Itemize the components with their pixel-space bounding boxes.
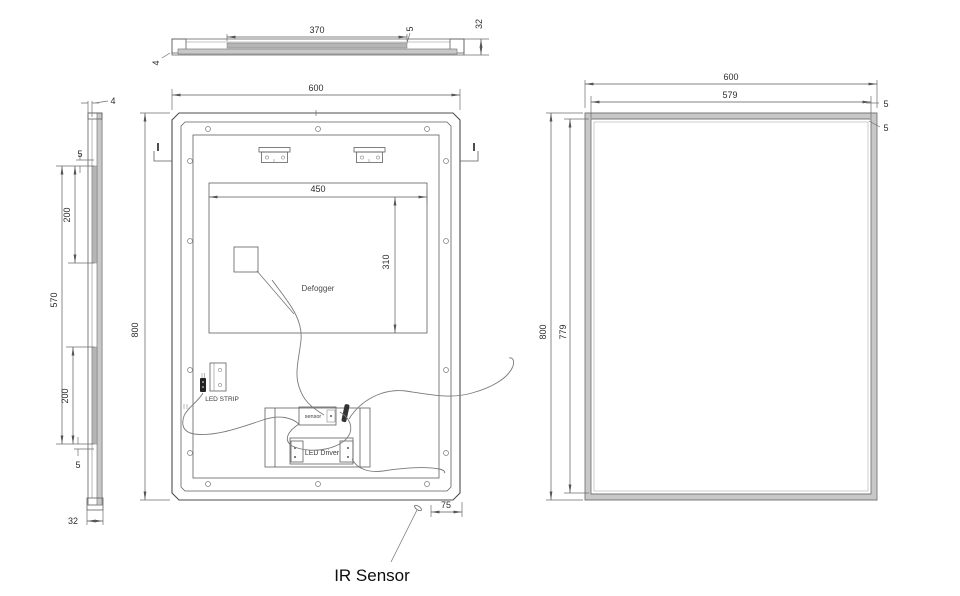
defogger-label: Defogger (302, 284, 335, 293)
screw-holes (187, 126, 449, 487)
extension-lines (171, 89, 461, 110)
top-view: 370 5 32 4 (151, 19, 489, 66)
extension-lines (546, 112, 583, 501)
dim-side-gap-bottom: 5 (75, 460, 80, 470)
side-bottom-cap (86, 497, 104, 511)
ir-receiver-module (341, 404, 350, 423)
led-strip-label: LED STRIP (205, 396, 239, 403)
ir-sensor-leader (390, 509, 418, 563)
dim-top-glass-thickness: 4 (151, 60, 161, 65)
wires (182, 279, 515, 474)
led-driver-box (289, 437, 354, 465)
extension-lines (140, 112, 170, 501)
dim-side-gap-top: 5 (77, 149, 82, 159)
dim-top-depth: 32 (474, 19, 484, 29)
leader-line (868, 120, 881, 128)
extension-lines (590, 96, 872, 118)
dim-front-frame-side: 5 (883, 99, 888, 109)
dim-sensor-offset: 75 (441, 500, 451, 510)
mounting-bracket-left (258, 147, 291, 163)
right-hanging-hook (460, 143, 479, 162)
front-inner-hairline (593, 121, 869, 492)
dim-side-strip-top: 200 (62, 207, 72, 222)
top-glass-layer (177, 48, 458, 55)
mounting-bracket-right (353, 147, 386, 163)
dim-front-frame-top: 5 (883, 123, 888, 133)
leader-line (406, 32, 411, 44)
defogger-area (208, 182, 428, 334)
left-hanging-hook (153, 143, 172, 162)
extension-lines (226, 34, 408, 41)
top-led-diffuser-strip (226, 42, 408, 49)
plug-icon (200, 378, 206, 392)
extension-lines (86, 510, 104, 525)
dim-side-glass-thickness: 4 (110, 96, 115, 106)
front-view: 600 579 5 5 800 779 (538, 72, 889, 501)
sensor-label: sensor (305, 414, 322, 420)
front-frame-band (584, 112, 878, 501)
dim-back-height: 800 (130, 322, 140, 337)
back-view: Defogger 450 310 LED STRIP (130, 83, 515, 585)
dim-side-depth: 32 (68, 516, 78, 526)
dim-defogger-width: 450 (310, 184, 325, 194)
extension-lines (464, 38, 489, 56)
dim-back-width: 600 (308, 83, 323, 93)
dim-top-strip-offset: 5 (405, 26, 415, 31)
dim-front-height: 800 (538, 324, 548, 339)
back-outer-frame (171, 112, 461, 501)
leader-line (161, 52, 171, 59)
ir-sensor-marker (414, 504, 422, 512)
extension-lines (564, 118, 589, 494)
back-inner-frame (180, 121, 452, 492)
driver-mounting-plate (264, 407, 371, 468)
led-strip-connector (183, 362, 227, 409)
back-panel (192, 134, 440, 479)
side-view: 4 5 200 570 200 5 32 (49, 96, 116, 526)
led-driver-label: LED Driver (305, 450, 340, 457)
side-frame-extrusion (96, 112, 103, 506)
leader-line (256, 270, 295, 315)
dim-front-inner-height: 779 (558, 324, 568, 339)
junction-box (233, 246, 259, 273)
dim-side-span: 570 (49, 292, 59, 307)
dim-defogger-height: 310 (381, 254, 391, 269)
side-led-strip-bottom (91, 346, 98, 445)
extension-lines (81, 100, 109, 117)
dim-top-strip-length: 370 (309, 25, 324, 35)
dim-front-inner-width: 579 (722, 90, 737, 100)
side-led-strip-top (91, 165, 98, 264)
dim-front-width: 600 (723, 72, 738, 82)
ir-sensor-label: IR Sensor (334, 566, 410, 585)
sensor-box (298, 406, 337, 426)
dim-side-strip-bottom: 200 (60, 388, 70, 403)
